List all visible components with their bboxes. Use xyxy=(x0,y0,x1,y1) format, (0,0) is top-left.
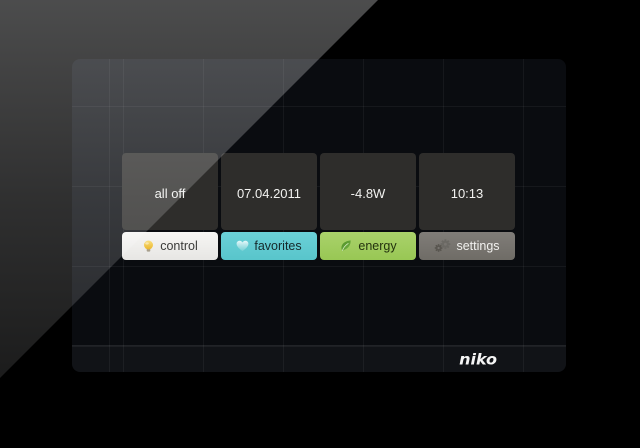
niko-logo: niko xyxy=(459,349,497,369)
touchscreen: all off 07.04.2011 -4.8W 10:13 xyxy=(72,59,566,372)
settings-button-label: settings xyxy=(456,239,500,253)
energy-button[interactable]: energy xyxy=(320,232,416,260)
settings-button[interactable]: settings xyxy=(419,232,515,260)
status-tile-all-off[interactable]: all off xyxy=(122,153,218,230)
time-label: 10:13 xyxy=(450,185,484,201)
status-tile-power[interactable]: -4.8W xyxy=(320,153,416,230)
date-label: 07.04.2011 xyxy=(236,185,302,201)
gears-icon xyxy=(434,239,451,253)
lightbulb-icon xyxy=(142,240,155,253)
status-tile-row: all off 07.04.2011 -4.8W 10:13 xyxy=(122,153,515,230)
all-off-label: all off xyxy=(154,185,186,201)
energy-button-label: energy xyxy=(358,239,397,253)
favorites-button-label: favorites xyxy=(254,239,302,253)
leaf-icon xyxy=(339,239,353,253)
control-button[interactable]: control xyxy=(122,232,218,260)
status-tile-time[interactable]: 10:13 xyxy=(419,153,515,230)
favorites-button[interactable]: favorites xyxy=(221,232,317,260)
logo-bar: niko xyxy=(72,345,566,372)
power-label: -4.8W xyxy=(350,185,386,201)
control-button-label: control xyxy=(160,239,198,253)
menu-button-row: control favorites xyxy=(122,232,515,260)
status-tile-date[interactable]: 07.04.2011 xyxy=(221,153,317,230)
heart-icon xyxy=(236,240,249,252)
